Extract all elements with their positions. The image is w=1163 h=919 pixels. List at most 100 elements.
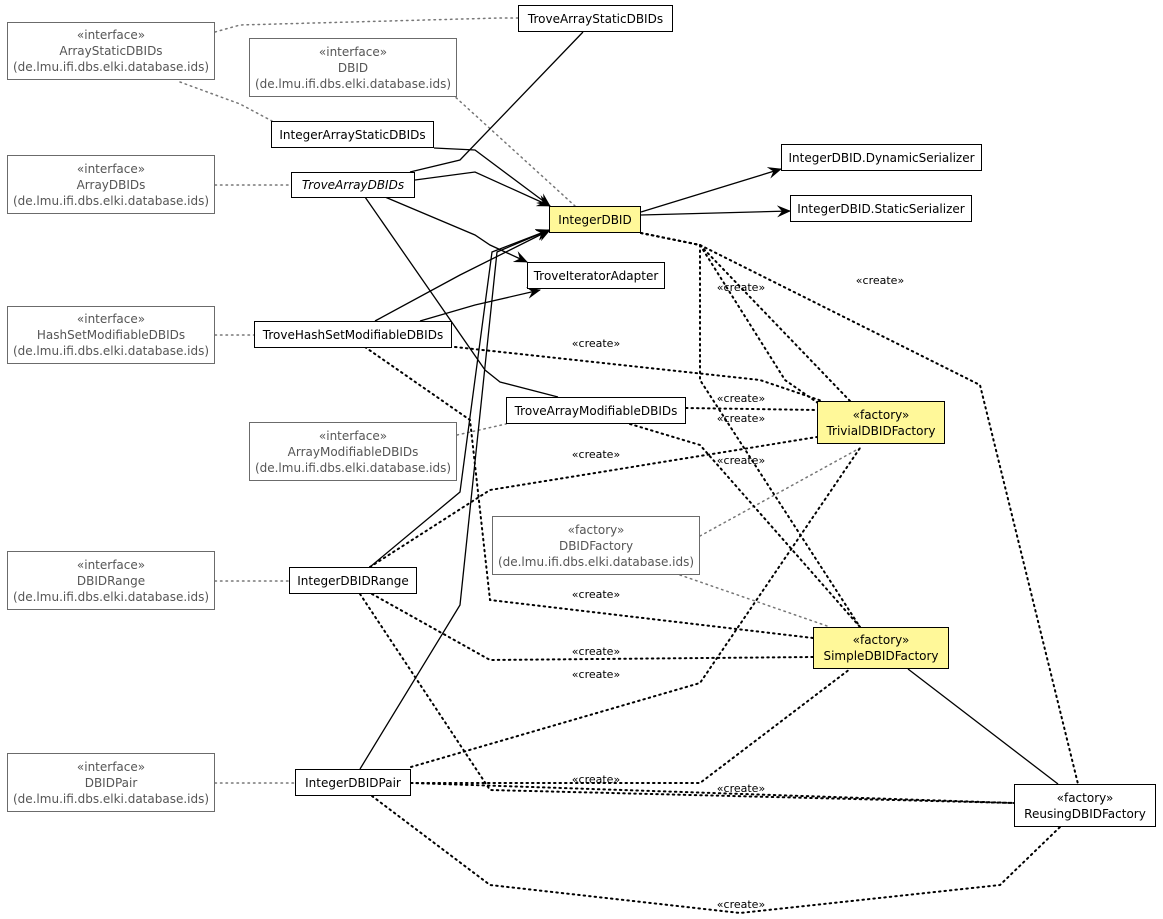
class-name: SimpleDBIDFactory <box>823 649 939 663</box>
class-name: ArrayStaticDBIDs <box>59 44 163 58</box>
trove-array-dbids-class[interactable]: TroveArrayDBIDs <box>291 172 415 198</box>
trove-array-static-dbids-class[interactable]: TroveArrayStaticDBIDs <box>518 5 673 32</box>
stereotype-label: «factory» <box>1056 790 1114 805</box>
navigable-association-edge <box>640 167 782 213</box>
create-label: «create» <box>571 773 621 786</box>
class-name: TroveArrayModifiableDBIDs <box>514 403 678 418</box>
class-name: TroveArrayStaticDBIDs <box>527 11 664 26</box>
create-label: «create» <box>571 588 621 601</box>
stereotype-label: «factory» <box>852 407 910 422</box>
class-name: IntegerDBID.StaticSerializer <box>797 201 965 216</box>
create-label: «create» <box>571 645 621 658</box>
association-edge <box>364 196 559 398</box>
integer-dbid-class[interactable]: IntegerDBID <box>549 206 641 233</box>
stereotype-label: «factory» <box>852 633 910 647</box>
integer-dbid-dynamic-serializer-class[interactable]: IntegerDBID.DynamicSerializer <box>781 144 982 171</box>
integer-dbid-range-class[interactable]: IntegerDBIDRange <box>289 567 417 594</box>
create-edge <box>640 232 1079 785</box>
navigable-association-edge <box>414 171 551 207</box>
class-name: ArrayModifiableDBIDs <box>287 444 419 459</box>
class-name: TroveHashSetModifiableDBIDs <box>262 327 444 342</box>
class-name: IntegerArrayStaticDBIDs <box>279 127 426 142</box>
package-label: (de.lmu.ifi.dbs.elki.database.ids) <box>497 554 695 569</box>
association-edge <box>907 668 1059 785</box>
stereotype-label: «factory» <box>567 522 625 537</box>
class-name: TroveArrayDBIDs <box>301 178 405 192</box>
create-edge <box>454 346 823 402</box>
class-name: DBIDFactory <box>558 538 634 553</box>
create-label: «create» <box>716 412 766 425</box>
association-edge <box>409 31 584 173</box>
trove-array-modifiable-dbids-class[interactable]: TroveArrayModifiableDBIDs <box>506 397 686 424</box>
stereotype-label: «interface» <box>318 428 388 443</box>
integer-array-static-dbids-class[interactable]: IntegerArrayStaticDBIDs <box>271 121 434 148</box>
hashset-modifiable-dbids-interface[interactable]: «interface» HashSetModifiableDBIDs (de.l… <box>7 306 215 364</box>
create-label: «create» <box>716 898 766 911</box>
create-edge <box>410 782 1015 804</box>
create-edge <box>410 447 861 768</box>
class-name: ArrayDBIDs <box>76 177 146 192</box>
dbid-pair-interface[interactable]: «interface» DBIDPair (de.lmu.ifi.dbs.elk… <box>7 753 215 812</box>
class-name: IntegerDBID <box>558 212 632 227</box>
create-label: «create» <box>716 392 766 405</box>
package-label: (de.lmu.ifi.dbs.elki.database.ids) <box>12 344 210 358</box>
create-label: «create» <box>716 782 766 795</box>
create-edge <box>699 244 861 628</box>
integer-dbid-pair-class[interactable]: IntegerDBIDPair <box>295 769 411 796</box>
array-dbids-interface[interactable]: «interface» ArrayDBIDs (de.lmu.ifi.dbs.e… <box>7 155 215 214</box>
integer-dbid-static-serializer-class[interactable]: IntegerDBID.StaticSerializer <box>790 195 972 222</box>
create-label: «create» <box>571 337 621 350</box>
package-label: (de.lmu.ifi.dbs.elki.database.ids) <box>12 589 210 604</box>
navigable-association-edge <box>433 147 551 207</box>
simple-dbid-factory-class[interactable]: «factory» SimpleDBIDFactory <box>813 627 949 669</box>
stereotype-label: «interface» <box>318 44 388 59</box>
class-name: HashSetModifiableDBIDs <box>36 328 186 342</box>
stereotype-label: «interface» <box>76 28 146 42</box>
realizes-edge <box>451 93 576 207</box>
create-edge <box>359 593 1015 804</box>
package-label: (de.lmu.ifi.dbs.elki.database.ids) <box>12 60 210 74</box>
stereotype-label: «interface» <box>76 161 146 176</box>
reusing-dbid-factory-class[interactable]: «factory» ReusingDBIDFactory <box>1014 784 1156 827</box>
create-edge <box>369 436 818 568</box>
navigable-association-edge <box>359 229 550 770</box>
navigable-association-edge <box>374 229 551 322</box>
class-name: IntegerDBIDPair <box>305 775 401 790</box>
navigable-association-edge <box>419 287 541 322</box>
create-label: «create» <box>716 281 766 294</box>
stereotype-label: «interface» <box>76 557 146 572</box>
dbid-factory-interface[interactable]: «factory» DBIDFactory (de.lmu.ifi.dbs.el… <box>492 516 700 575</box>
navigable-association-edge <box>640 205 791 218</box>
trivial-dbid-factory-class[interactable]: «factory» TrivialDBIDFactory <box>817 401 945 444</box>
realizes-edge <box>679 574 831 628</box>
class-name: TrivialDBIDFactory <box>826 423 936 438</box>
dbid-interface[interactable]: «interface» DBID (de.lmu.ifi.dbs.elki.da… <box>249 38 457 97</box>
create-label: «create» <box>571 668 621 681</box>
trove-hashset-modifiable-dbids-class[interactable]: TroveHashSetModifiableDBIDs <box>254 321 452 348</box>
array-modifiable-dbids-interface[interactable]: «interface» ArrayModifiableDBIDs (de.lmu… <box>249 422 457 481</box>
create-edge <box>629 423 861 628</box>
dbid-range-interface[interactable]: «interface» DBIDRange (de.lmu.ifi.dbs.el… <box>7 551 215 610</box>
class-name: DBIDRange <box>76 573 146 588</box>
create-edge <box>371 795 1061 915</box>
array-static-dbids-interface[interactable]: «interface» ArrayStaticDBIDs (de.lmu.ifi… <box>7 22 215 80</box>
create-edge <box>640 232 826 409</box>
package-label: (de.lmu.ifi.dbs.elki.database.ids) <box>12 193 210 208</box>
realizes-edge <box>179 81 273 122</box>
realizes-edge <box>456 423 507 436</box>
create-edge <box>410 668 851 784</box>
create-label: «create» <box>571 448 621 461</box>
package-label: (de.lmu.ifi.dbs.elki.database.ids) <box>12 791 210 806</box>
stereotype-label: «interface» <box>76 312 146 326</box>
navigable-association-edge <box>384 196 528 263</box>
create-edge <box>685 407 818 411</box>
package-label: (de.lmu.ifi.dbs.elki.database.ids) <box>254 76 452 91</box>
trove-iterator-adapter-class[interactable]: TroveIteratorAdapter <box>527 262 665 289</box>
class-name: ReusingDBIDFactory <box>1024 806 1146 821</box>
class-name: DBID <box>337 60 369 75</box>
stereotype-label: «interface» <box>76 759 146 774</box>
class-name: DBIDPair <box>84 775 138 790</box>
navigable-association-edge <box>369 229 550 568</box>
package-label: (de.lmu.ifi.dbs.elki.database.ids) <box>254 460 452 475</box>
